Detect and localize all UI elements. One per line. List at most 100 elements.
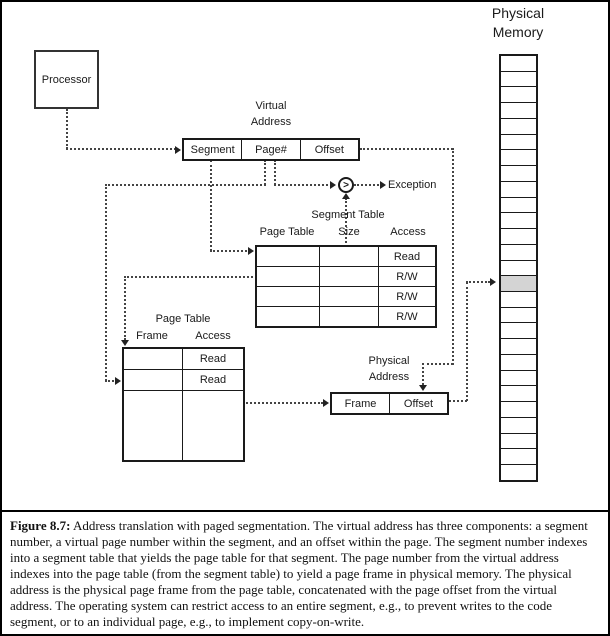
table-row: R/W <box>255 306 437 328</box>
memory-cell <box>501 449 536 466</box>
arrow-into-pa-frame-icon <box>323 399 329 407</box>
diagram-area: Processor Virtual Address Segment Page# … <box>2 2 608 508</box>
arrow-down-pagetable-icon <box>121 340 129 346</box>
connector-page-left <box>105 184 266 186</box>
pagetable-cell-frame <box>122 390 183 462</box>
connector-offset-to-pa <box>422 363 424 385</box>
memory-cell <box>501 434 536 450</box>
pagetable-header-access: Access <box>195 330 231 342</box>
arrow-into-pagetable-row-icon <box>115 377 121 385</box>
connector-segentry-left <box>124 276 289 278</box>
memory-cell <box>501 198 536 214</box>
table-row: Read <box>122 369 245 391</box>
segtable-header-pagetable: Page Table <box>259 226 315 238</box>
segtable-cell-pagetable <box>255 306 320 328</box>
memory-cell <box>501 150 536 167</box>
segtable-cell-pagetable <box>255 266 320 287</box>
physical-memory-column <box>499 54 538 482</box>
segtable-cell-size <box>319 286 379 307</box>
table-row: R/W <box>255 286 437 307</box>
memory-cell <box>501 261 536 277</box>
segtable-cell-access: R/W <box>378 266 437 287</box>
memory-cell <box>501 323 536 340</box>
connector-comparator-to-exception <box>354 184 382 186</box>
memory-cell <box>501 182 536 198</box>
memory-cell <box>501 119 536 135</box>
memory-cell <box>501 56 536 72</box>
memory-cell <box>501 213 536 230</box>
segtable-cell-size <box>319 245 379 267</box>
segtable-cell-access: Read <box>378 245 437 267</box>
segtable-cell-pagetable <box>255 286 320 307</box>
arrow-into-memory-icon <box>490 278 496 286</box>
memory-cell <box>501 371 536 387</box>
arrow-up-comparator-icon <box>342 193 350 199</box>
physical-address-box: Frame Offset <box>330 392 449 415</box>
segtable-header-size: Size <box>338 226 360 238</box>
figure-caption: Figure 8.7: Address translation with pag… <box>2 512 608 630</box>
connector-page-to-pagetable <box>105 380 117 382</box>
page-table: Read Read <box>122 347 245 462</box>
connector-pa-to-memory <box>466 281 490 283</box>
table-row: R/W <box>255 266 437 287</box>
pagetable-cell-access: Read <box>182 347 245 370</box>
figure-label: Figure 8.7: <box>10 518 71 533</box>
physical-address-title: Physical Address <box>368 355 410 383</box>
arrow-into-va-icon <box>175 146 181 154</box>
table-row <box>122 390 245 462</box>
va-offset-field: Offset <box>299 140 358 159</box>
connector-offset-down <box>452 148 454 365</box>
va-page-field: Page# <box>241 140 299 159</box>
segtable-header-access: Access <box>390 226 426 238</box>
connector-segment-down <box>210 160 212 251</box>
exception-label: Exception <box>388 179 437 191</box>
arrow-down-pa-offset-icon <box>419 385 427 391</box>
arrow-into-comparator-icon <box>330 181 336 189</box>
memory-cell <box>501 339 536 355</box>
connector-processor-down <box>66 109 68 149</box>
segtable-cell-size <box>319 306 379 328</box>
pa-offset-field: Offset <box>389 394 447 413</box>
connector-pa-right <box>449 400 467 402</box>
memory-cell <box>501 292 536 308</box>
memory-cell <box>501 355 536 371</box>
memory-cell <box>501 245 536 261</box>
connector-processor-to-va <box>66 148 176 150</box>
arrow-into-exception-icon <box>380 181 386 189</box>
pagetable-cell-frame <box>122 369 183 391</box>
virtual-address-title: Virtual Address <box>250 100 292 128</box>
segment-table: Read R/W R/W R/W <box>255 245 437 328</box>
memory-cell <box>501 465 536 480</box>
memory-cell <box>501 418 536 434</box>
table-row: Read <box>255 245 437 267</box>
physical-memory-title: Physical Memory <box>491 5 545 40</box>
connector-offset-right <box>360 148 453 150</box>
pagetable-cell-access: Read <box>182 369 245 391</box>
connector-page-down-right <box>274 160 276 185</box>
caption-text: Address translation with paged segmentat… <box>10 518 588 629</box>
comparator-icon: > <box>338 177 354 193</box>
memory-cell <box>501 386 536 403</box>
connector-offset-left <box>422 363 453 365</box>
page-table-title: Page Table <box>155 313 211 325</box>
va-segment-field: Segment <box>190 143 235 156</box>
memory-cell <box>501 103 536 119</box>
connector-segentry-to-pagetable <box>124 276 126 340</box>
processor-box: Processor <box>34 50 99 109</box>
memory-cell-highlighted <box>501 276 536 293</box>
connector-page-down-far <box>105 184 107 381</box>
connector-size-to-comparator <box>345 198 347 254</box>
segtable-cell-access: R/W <box>378 286 437 307</box>
memory-cell <box>501 402 536 418</box>
pagetable-header-frame: Frame <box>136 330 168 342</box>
pa-frame-field: Frame <box>344 397 377 410</box>
segtable-cell-size <box>319 266 379 287</box>
virtual-address-box: Segment Page# Offset <box>182 138 360 161</box>
memory-cell <box>501 166 536 182</box>
pagetable-cell-access <box>182 390 245 462</box>
segtable-cell-pagetable <box>255 245 320 267</box>
connector-pa-up <box>466 282 468 401</box>
pagetable-cell-frame <box>122 347 183 370</box>
table-row: Read <box>122 347 245 370</box>
